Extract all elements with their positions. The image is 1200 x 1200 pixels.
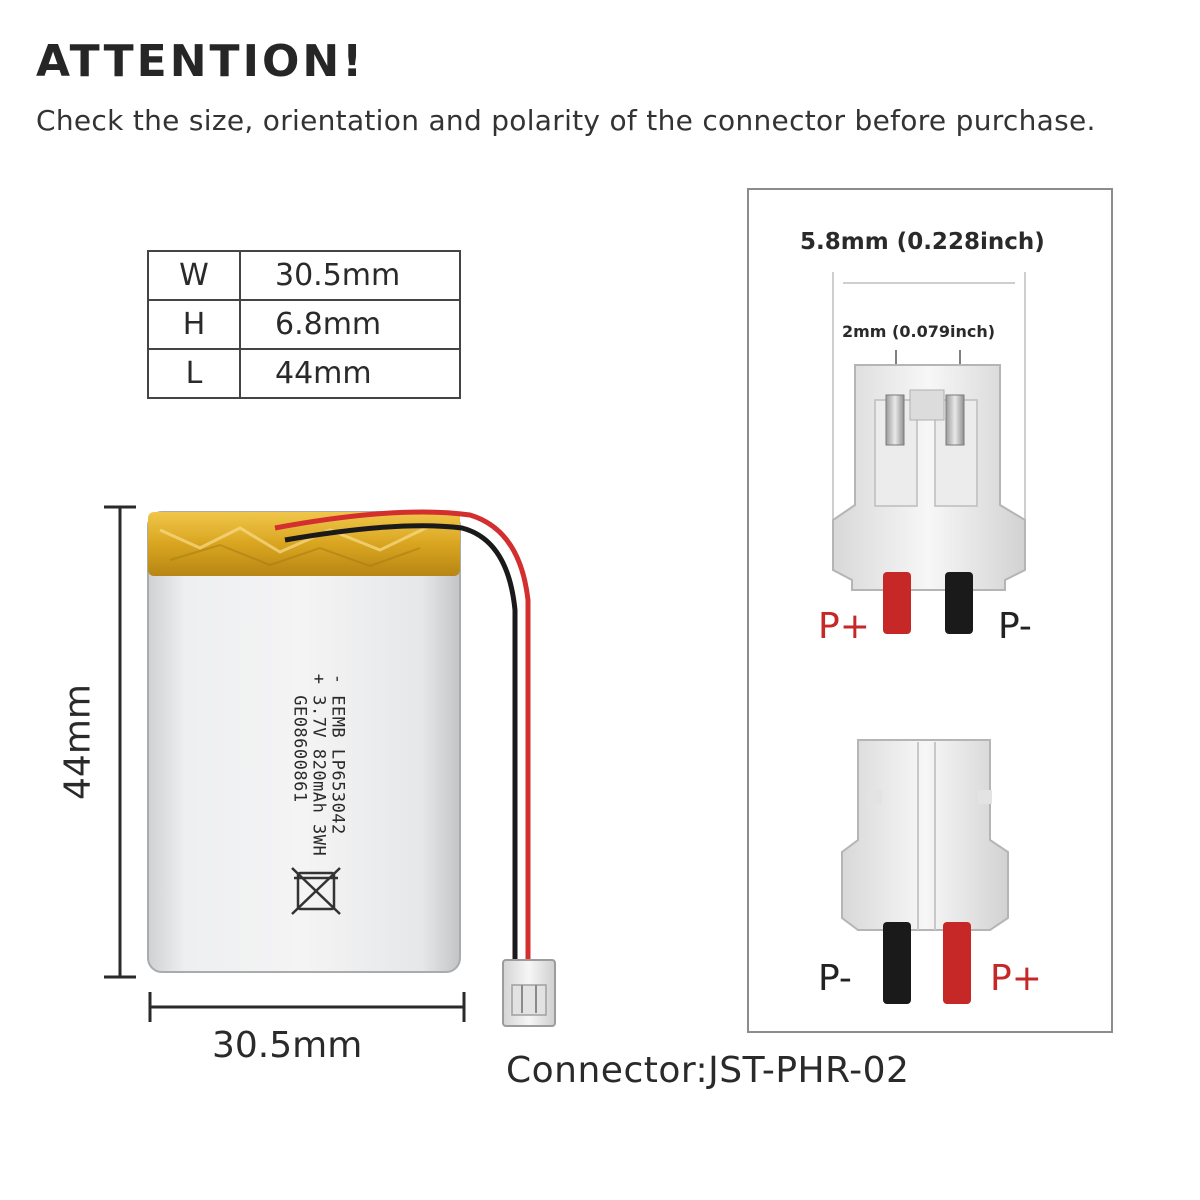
connector-width-marker <box>832 272 1026 560</box>
connector-pitch-label: 2mm (0.079inch) <box>842 322 996 341</box>
dimension-key: L <box>147 348 241 399</box>
connector-bottom-view <box>841 739 1009 1004</box>
table-row: W 30.5mm <box>147 250 461 301</box>
polarity-negative-label: P- <box>998 606 1032 647</box>
dimension-value: 44mm <box>239 348 461 399</box>
dimension-value: 30.5mm <box>239 250 461 301</box>
width-dimension-line <box>148 992 466 1022</box>
dimension-table: W 30.5mm H 6.8mm L 44mm <box>147 250 461 399</box>
height-dimension-line <box>104 505 136 979</box>
polarity-negative-label: P- <box>818 958 852 999</box>
connector-caption: Connector:JST-PHR-02 <box>506 1050 910 1091</box>
table-row: L 44mm <box>147 348 461 399</box>
dimension-key: H <box>147 299 241 350</box>
page-subtitle: Check the size, orientation and polarity… <box>36 104 1096 137</box>
page-title: ATTENTION! <box>36 36 366 87</box>
red-wire <box>274 509 531 965</box>
polarity-positive-label: P+ <box>818 606 870 647</box>
polarity-positive-label: P+ <box>990 958 1042 999</box>
table-row: H 6.8mm <box>147 299 461 350</box>
dimension-key: W <box>147 250 241 301</box>
connector-top-view <box>832 364 1026 634</box>
dimension-value: 6.8mm <box>239 299 461 350</box>
black-wire <box>284 523 518 965</box>
connector-width-label: 5.8mm (0.228inch) <box>800 229 1045 255</box>
battery-width-label: 30.5mm <box>212 1025 363 1066</box>
crossed-bin-icon <box>291 867 341 915</box>
